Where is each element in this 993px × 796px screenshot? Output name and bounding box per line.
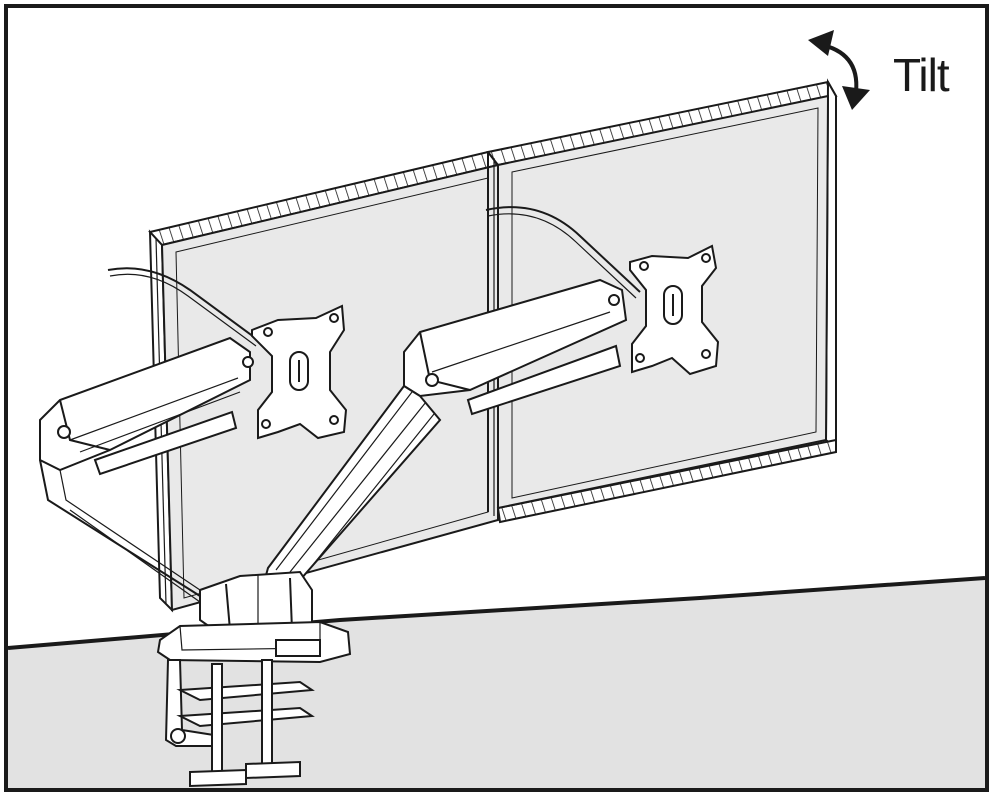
desk-clamp: [156, 620, 352, 788]
tilt-label: Tilt: [893, 49, 950, 101]
left-cable: [107, 267, 259, 341]
left-vesa-plate: [251, 304, 348, 440]
right-cable: [485, 206, 641, 293]
curved-double-arrow-icon: [808, 30, 870, 110]
right-vesa-plate: [629, 244, 720, 376]
right-arm: [260, 278, 628, 592]
